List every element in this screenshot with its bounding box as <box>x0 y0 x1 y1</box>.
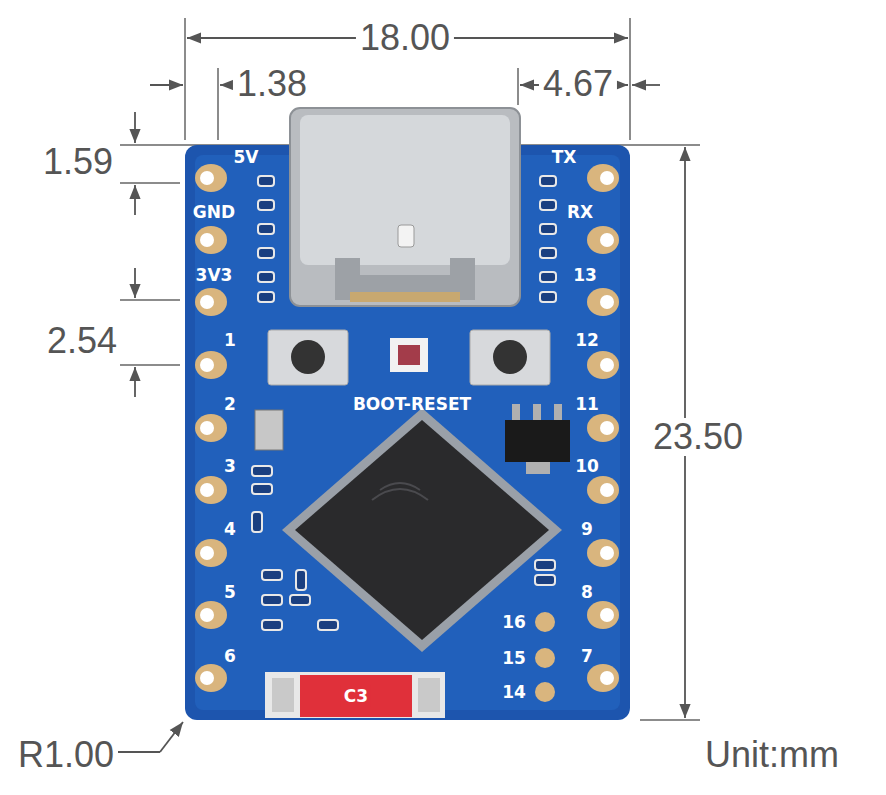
chip-label: C3 <box>341 686 371 707</box>
dimension: 1.38 <box>233 65 311 103</box>
dimension: 1.59 <box>39 143 117 181</box>
pin-label: 11 <box>575 396 599 413</box>
pin-label: 6 <box>224 648 236 665</box>
pin-label: TX <box>552 149 577 166</box>
pin-label: 2 <box>224 396 236 413</box>
pin-label: GND <box>193 204 235 221</box>
pin-label: 14 <box>502 684 526 701</box>
unit-note: Unit:mm <box>701 736 843 774</box>
dimension: 4.67 <box>539 65 617 103</box>
pin-label: 12 <box>575 332 599 349</box>
pin-label: 9 <box>581 521 593 538</box>
dimension: 23.50 <box>649 418 747 456</box>
pin-label: 8 <box>581 584 593 601</box>
pin-label: 5 <box>224 584 236 601</box>
pin-label: 13 <box>573 267 597 284</box>
button-label: BOOT-RESET <box>353 396 471 413</box>
pin-label: 1 <box>224 332 236 349</box>
pin-label: 15 <box>502 650 526 667</box>
pin-label: 16 <box>502 614 526 631</box>
pin-label: 4 <box>224 521 236 538</box>
pin-label: RX <box>567 204 593 221</box>
pin-label: 7 <box>581 648 593 665</box>
pin-label: 5V <box>234 149 259 166</box>
dimension: 2.54 <box>43 322 121 360</box>
pin-label: 10 <box>575 458 599 475</box>
radius-dimension: R1.00 <box>14 736 118 774</box>
pin-label: 3 <box>224 458 236 475</box>
dimension: 18.00 <box>356 19 454 57</box>
pin-label: 3V3 <box>196 267 233 284</box>
